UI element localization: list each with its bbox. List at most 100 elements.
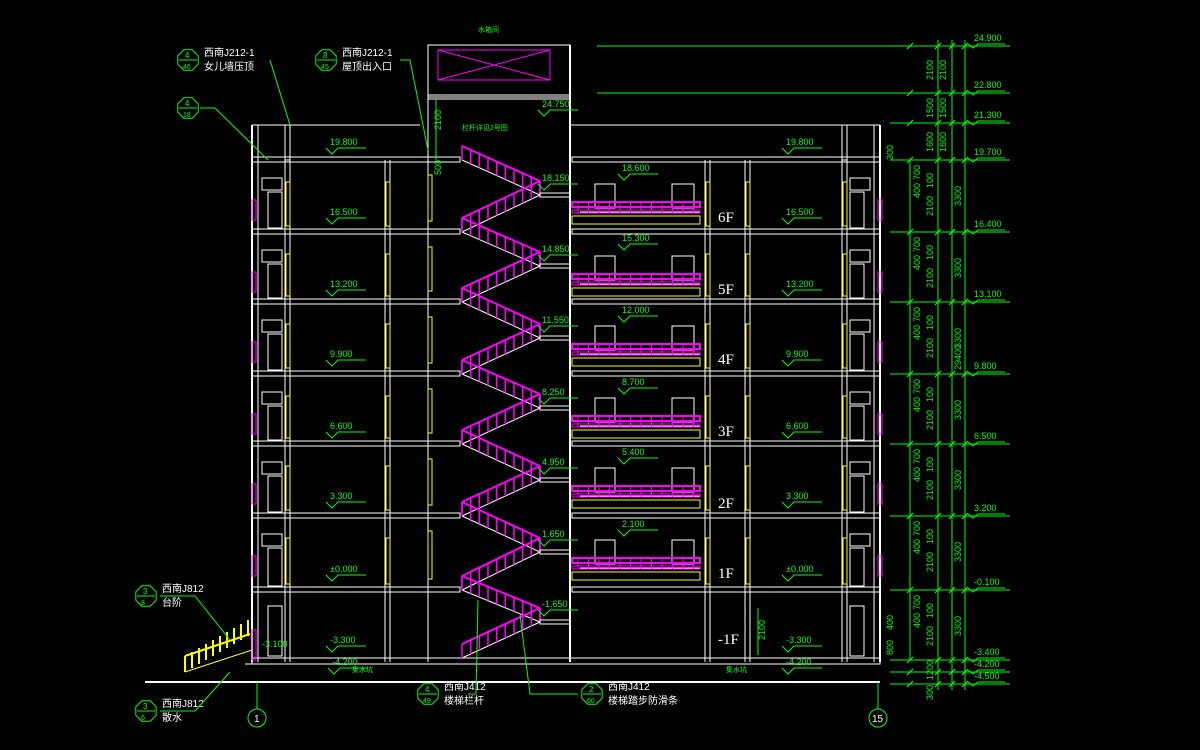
floor-label: 4F xyxy=(718,352,734,368)
callout-symbol xyxy=(177,97,199,119)
mid-level: 8.700 xyxy=(622,377,645,387)
stair-landing xyxy=(539,549,571,555)
left-level-symbol xyxy=(325,574,366,582)
dim-tick xyxy=(961,156,969,164)
wall-opening xyxy=(849,391,871,405)
dim-tick xyxy=(961,228,969,236)
dim-tick xyxy=(906,656,914,664)
stair-flight-line xyxy=(461,589,541,623)
dim-floor: 2100 xyxy=(925,552,935,572)
callout-desc: 台阶 xyxy=(162,596,182,609)
dim-tick xyxy=(961,512,969,520)
roof-room-label: 水箱间 xyxy=(478,25,499,34)
left-level-symbol xyxy=(325,147,366,155)
stair-window xyxy=(427,316,433,364)
stair-level-symbol xyxy=(537,609,578,617)
stair-flight-line xyxy=(461,443,541,481)
callout-desc: 女儿墙压顶 xyxy=(204,60,254,73)
dim-tick xyxy=(948,119,956,127)
callout-symbol xyxy=(581,683,603,705)
dim-level-symbol xyxy=(967,681,1005,687)
stair-handrail xyxy=(461,287,541,325)
stair-level: 24.750 xyxy=(542,99,570,109)
dim-floor: 700 xyxy=(912,595,922,610)
left-floor-slab xyxy=(251,586,461,593)
stair-handrail xyxy=(461,575,541,609)
entrance-step-line xyxy=(184,649,253,673)
door-opening xyxy=(267,405,283,441)
stair-level-symbol xyxy=(537,109,578,117)
dim-tick xyxy=(948,42,956,50)
dim-floor: 700 xyxy=(912,165,922,180)
dim-level-symbol xyxy=(967,587,1005,593)
right-floor-slab xyxy=(571,440,881,447)
dim-floor: 2100 xyxy=(925,626,935,646)
dim-floor: 100 xyxy=(925,387,935,402)
dim-floor-height: 3300 xyxy=(953,258,963,278)
wall-opening xyxy=(261,391,283,405)
window-section xyxy=(842,537,848,585)
dim-tick xyxy=(948,370,956,378)
stair-handrail xyxy=(461,429,541,467)
stair-window xyxy=(427,174,433,222)
dim-top: 1500 xyxy=(925,98,935,118)
stair-handrail xyxy=(461,145,541,182)
stair-flight-line xyxy=(461,407,541,445)
dim-tick xyxy=(906,156,914,164)
callout-number: 4 xyxy=(185,99,190,108)
right-level-symbol xyxy=(781,667,822,675)
window-section xyxy=(842,253,848,297)
grid-axis-label: 1 xyxy=(254,714,260,725)
left-wall-window xyxy=(251,629,257,661)
sump-label-right: 集水坑 xyxy=(726,665,747,674)
dim-floor: 2100 xyxy=(925,338,935,358)
window-section xyxy=(385,465,391,511)
right-level: -4.200 xyxy=(786,657,812,667)
callout-number: 4 xyxy=(425,685,430,694)
dim-tick xyxy=(934,156,942,164)
right-wall-window xyxy=(877,199,883,221)
grid-axis-bubble xyxy=(247,708,267,728)
dim-floor: 2100 xyxy=(925,268,935,288)
right-level: 13.200 xyxy=(786,279,814,289)
right-level-symbol xyxy=(781,217,822,225)
door-opening xyxy=(267,191,283,229)
dim-floor: 100 xyxy=(925,603,935,618)
callout-symbol xyxy=(135,700,157,722)
dim-floor: 400 xyxy=(912,467,922,482)
right-level-symbol xyxy=(781,359,822,367)
dim-tick xyxy=(961,656,969,664)
dim-floor: 100 xyxy=(925,315,935,330)
dim-tick xyxy=(948,156,956,164)
door-opening xyxy=(849,191,865,229)
dim-tick xyxy=(934,89,942,97)
left-level: 6.600 xyxy=(330,421,353,431)
dim-tick xyxy=(961,668,969,676)
callout-number: 2 xyxy=(589,685,594,694)
mid-door-frame xyxy=(594,255,616,281)
detail-callouts: 446西南J212-1女儿墙压顶845西南J212-1屋顶出入口41838西南J… xyxy=(135,46,888,728)
stair-flight-line xyxy=(461,265,541,303)
dim-level: 19.700 xyxy=(974,147,1002,157)
callout-sheet: 45 xyxy=(321,64,329,71)
stair-level-symbol xyxy=(537,397,578,405)
stair-level-symbol xyxy=(537,467,578,475)
left-level-symbol xyxy=(325,645,366,653)
balcony-slab-edge xyxy=(571,357,701,367)
callout-desc: 散水 xyxy=(162,711,182,724)
floor-label: 1F xyxy=(718,566,734,582)
dim-top: 2100 xyxy=(925,60,935,80)
dim-tick xyxy=(961,370,969,378)
dim-floor-height: 3300 xyxy=(953,328,963,348)
dim-level: -3.400 xyxy=(974,647,1000,657)
window-section xyxy=(745,465,751,511)
balcony-slab-edge xyxy=(571,429,701,439)
stair-railing-note: 栏杆详见2号图 xyxy=(462,123,508,132)
floor-label: 6F xyxy=(718,210,734,226)
roof-room-box xyxy=(427,44,571,98)
window-section xyxy=(842,181,848,227)
room-openings xyxy=(261,177,871,657)
dim-tick xyxy=(948,680,956,688)
right-floor-slab xyxy=(571,512,881,519)
balcony-rail-mid xyxy=(571,351,701,356)
